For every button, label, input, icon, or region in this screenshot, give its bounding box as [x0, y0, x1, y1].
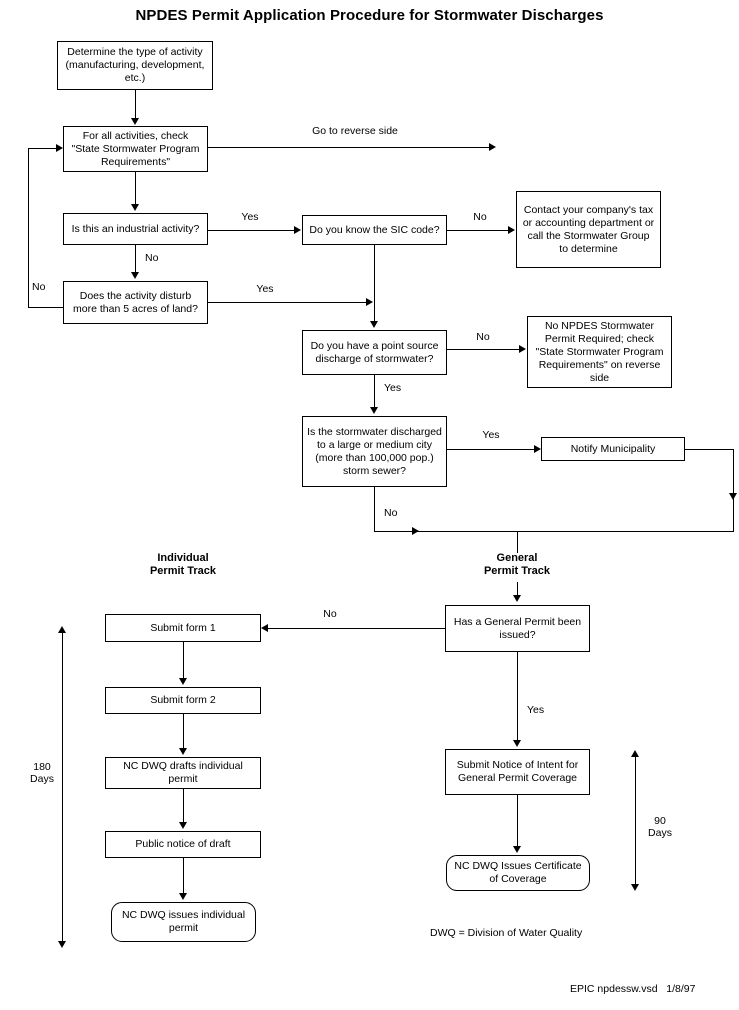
- edge-disturb-yes: [208, 302, 368, 303]
- arrowhead-down-icon: [729, 493, 737, 500]
- arrowhead-left-icon: [261, 624, 268, 632]
- arrowhead-right-icon: [56, 144, 63, 152]
- arrowhead-right-icon: [366, 298, 373, 306]
- node-determine-activity[interactable]: Determine the type of activity (manufact…: [57, 41, 213, 90]
- legend-dwq-definition: DWQ = Division of Water Quality: [430, 927, 583, 939]
- edge-general-permit-no: [268, 628, 445, 629]
- footer-file-date: EPIC npdessw.vsd 1/8/97: [570, 983, 696, 995]
- edge-city-yes: [447, 449, 535, 450]
- edge-disturb-no-h1: [28, 307, 64, 308]
- label-90-days: 90 Days: [648, 815, 672, 839]
- arrowhead-down-icon: [131, 204, 139, 211]
- edge-sic-no: [447, 230, 509, 231]
- edge-notice-to-certificate: [517, 795, 518, 847]
- arrowhead-down-icon: [131, 118, 139, 125]
- node-disturb-5-acres[interactable]: Does the activity disturb more than 5 ac…: [63, 281, 208, 324]
- edge-industrial-no: [135, 245, 136, 272]
- node-dwq-issues-permit[interactable]: NC DWQ issues individual permit: [111, 902, 256, 942]
- measure-line-180-days: [62, 633, 63, 943]
- node-submit-form-2[interactable]: Submit form 2: [105, 687, 261, 714]
- edge-sic-to-point-source: [374, 245, 375, 322]
- node-check-state-program[interactable]: For all activities, check "State Stormwa…: [63, 126, 208, 172]
- edge-general-heading-to-node: [517, 582, 518, 596]
- node-large-medium-city[interactable]: Is the stormwater discharged to a large …: [302, 416, 447, 487]
- arrowhead-down-icon: [513, 740, 521, 747]
- edge-label-sic-no: No: [473, 211, 487, 223]
- label-180-days: 180 Days: [30, 761, 54, 785]
- edge-label-point-source-no: No: [476, 331, 490, 343]
- arrowhead-up-icon: [58, 626, 66, 633]
- arrowhead-right-icon: [294, 226, 301, 234]
- node-notify-municipality[interactable]: Notify Municipality: [541, 437, 685, 461]
- edge-point-source-yes: [374, 375, 375, 407]
- edge-form2-to-drafts: [183, 714, 184, 749]
- edge-form1-to-form2: [183, 642, 184, 679]
- arrowhead-down-icon: [179, 748, 187, 755]
- arrowhead-down-icon: [513, 595, 521, 602]
- edge-notify-v: [733, 449, 734, 532]
- edge-disturb-no-h2: [28, 148, 56, 149]
- node-submit-form-1[interactable]: Submit form 1: [105, 614, 261, 642]
- edge-label-general-permit-no: No: [323, 608, 337, 620]
- edge-label-general-permit-yes: Yes: [527, 704, 545, 716]
- arrowhead-down-icon: [370, 321, 378, 328]
- edge-check-to-reverse-side: [208, 147, 490, 148]
- arrowhead-down-icon: [131, 272, 139, 279]
- node-industrial-activity[interactable]: Is this an industrial activity?: [63, 213, 208, 245]
- edge-general-permit-yes: [517, 652, 518, 741]
- edge-merge-to-general-heading: [517, 531, 518, 553]
- node-know-sic-code[interactable]: Do you know the SIC code?: [302, 215, 447, 245]
- page-title: NPDES Permit Application Procedure for S…: [135, 7, 604, 24]
- node-dwq-issues-certificate[interactable]: NC DWQ Issues Certificate of Coverage: [446, 855, 590, 891]
- edge-label-city-no: No: [384, 507, 398, 519]
- edge-notify-h: [685, 449, 734, 450]
- edge-city-no-v: [374, 487, 375, 532]
- node-general-permit-issued[interactable]: Has a General Permit been issued?: [445, 605, 590, 652]
- edge-public-notice-to-issues: [183, 858, 184, 894]
- arrowhead-down-icon: [631, 884, 639, 891]
- edge-check-to-industrial: [135, 172, 136, 204]
- edge-label-industrial-yes: Yes: [241, 211, 259, 223]
- node-public-notice-draft[interactable]: Public notice of draft: [105, 831, 261, 858]
- edge-merge-bar: [374, 531, 733, 532]
- edge-determine-to-check: [135, 90, 136, 119]
- arrowhead-right-icon: [489, 143, 496, 151]
- arrowhead-down-icon: [513, 846, 521, 853]
- node-point-source-discharge[interactable]: Do you have a point source discharge of …: [302, 330, 447, 375]
- arrowhead-right-icon: [412, 527, 419, 535]
- edge-label-industrial-no: No: [145, 252, 159, 264]
- arrowhead-right-icon: [508, 226, 515, 234]
- arrowhead-up-icon: [631, 750, 639, 757]
- arrowhead-down-icon: [179, 893, 187, 900]
- arrowhead-down-icon: [179, 678, 187, 685]
- measure-line-90-days: [635, 757, 636, 885]
- node-no-npdes-required[interactable]: No NPDES Stormwater Permit Required; che…: [527, 316, 672, 388]
- node-submit-notice-intent[interactable]: Submit Notice of Intent for General Perm…: [445, 749, 590, 795]
- arrowhead-down-icon: [370, 407, 378, 414]
- arrowhead-right-icon: [519, 345, 526, 353]
- edge-label-point-source-yes: Yes: [384, 382, 402, 394]
- edge-label-disturb-no: No: [32, 281, 46, 293]
- heading-individual-permit-track: Individual Permit Track: [149, 552, 217, 577]
- edge-label-disturb-yes: Yes: [256, 283, 274, 295]
- heading-general-permit-track: General Permit Track: [483, 552, 551, 577]
- edge-drafts-to-public-notice: [183, 789, 184, 823]
- edge-industrial-yes: [208, 230, 295, 231]
- edge-point-source-no: [447, 349, 520, 350]
- node-contact-company-tax[interactable]: Contact your company's tax or accounting…: [516, 191, 661, 268]
- edge-label-city-yes: Yes: [482, 429, 500, 441]
- edge-label-go-to-reverse-side: Go to reverse side: [312, 125, 398, 137]
- arrowhead-down-icon: [58, 941, 66, 948]
- arrowhead-down-icon: [179, 822, 187, 829]
- edge-disturb-no-v: [28, 148, 29, 308]
- arrowhead-right-icon: [534, 445, 541, 453]
- node-dwq-drafts-permit[interactable]: NC DWQ drafts individual permit: [105, 757, 261, 789]
